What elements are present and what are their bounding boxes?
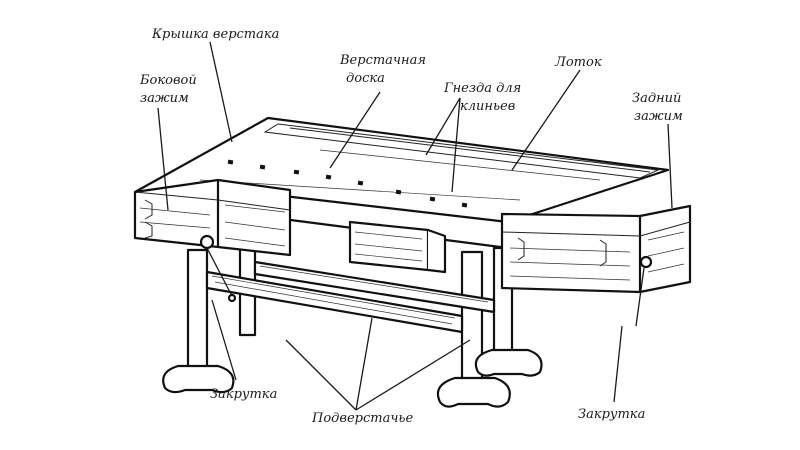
label-underframe: Подверстачье [311,411,414,426]
label-screw-right: Закрутка [578,407,645,422]
label-side-clamp-line1: Боковой [139,73,197,88]
label-tray: Лоток [554,55,602,70]
label-rear-clamp-line1: Задний [632,91,681,106]
label-workbench-top: Крышка верстака [151,27,279,42]
label-bench-board-line2: доска [346,71,385,86]
label-side-clamp-line2: зажим [140,91,189,106]
right-screw [635,255,653,327]
wood-block [348,220,447,274]
label-wedge-sockets-line1: Гнезда для [443,81,521,96]
label-screw-left: Закрутка [210,387,277,402]
left-screw [199,234,237,303]
labels: Крышка верстака Боковой зажим Верстачная… [139,27,683,426]
label-wedge-sockets-line2: клиньев [460,99,515,114]
label-rear-clamp-line2: зажим [634,109,683,124]
leader-lines [157,41,673,411]
side-clamp-block [133,178,292,257]
rear-clamp-block [500,204,692,294]
label-bench-board-line1: Верстачная [339,53,426,68]
